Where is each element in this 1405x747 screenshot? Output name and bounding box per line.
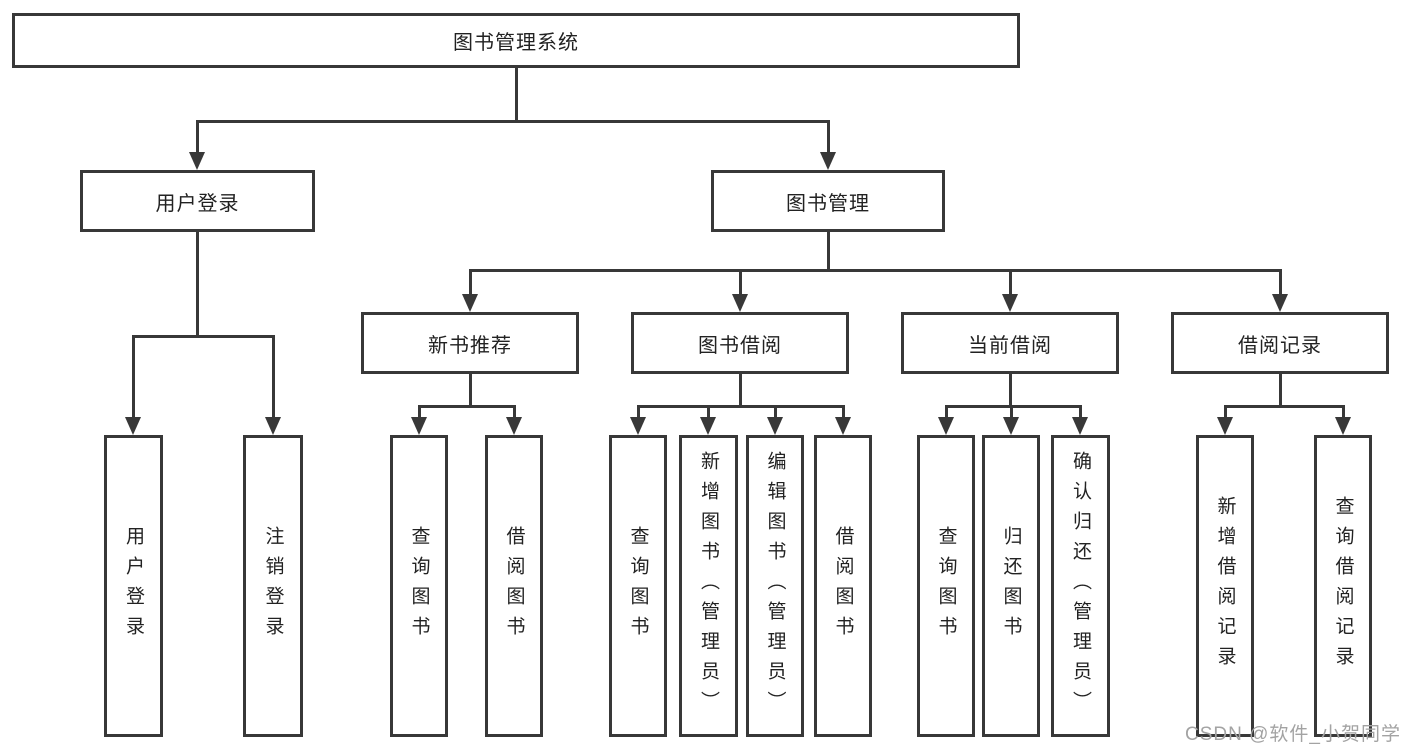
- arrowhead-icon: [265, 417, 281, 435]
- node-br-query-record: 查询借阅记录: [1314, 435, 1372, 737]
- connector-h-line: [469, 269, 1282, 272]
- node-bb-borrow-books: 借阅图书: [814, 435, 872, 737]
- connector-v-line: [1342, 405, 1345, 419]
- node-cb-confirm-return-admin-label: 确认归还（管理员）: [1070, 451, 1091, 721]
- node-book-management-label: 图书管理: [786, 192, 870, 215]
- connector-v-line: [1079, 405, 1082, 419]
- arrowhead-icon: [125, 417, 141, 435]
- arrowhead-icon: [189, 152, 205, 170]
- arrowhead-icon: [1272, 294, 1288, 312]
- node-current-borrowing: 当前借阅: [901, 312, 1119, 374]
- node-borrowing-records: 借阅记录: [1171, 312, 1389, 374]
- connector-v-line: [1009, 269, 1012, 296]
- arrowhead-icon: [462, 294, 478, 312]
- connector-v-line: [469, 374, 472, 407]
- node-book-management: 图书管理: [711, 170, 945, 232]
- arrowhead-icon: [732, 294, 748, 312]
- connector-h-line: [418, 405, 516, 408]
- connector-v-line: [515, 68, 518, 122]
- node-user-login: 用户登录: [80, 170, 315, 232]
- node-br-add-record-label: 新增借阅记录: [1214, 496, 1236, 676]
- node-bb-edit-books-admin: 编辑图书（管理员）: [746, 435, 804, 737]
- connector-v-line: [707, 405, 710, 419]
- csdn-watermark: CSDN @软件_小贺同学: [1185, 724, 1401, 745]
- connector-v-line: [1279, 374, 1282, 407]
- connector-v-line: [196, 232, 199, 337]
- node-book-borrowing-label: 图书借阅: [698, 334, 782, 357]
- arrowhead-icon: [506, 417, 522, 435]
- node-cb-return-books-label: 归还图书: [1000, 526, 1022, 646]
- node-br-query-record-label: 查询借阅记录: [1332, 496, 1354, 676]
- node-user-login-action-label: 用户登录: [123, 526, 144, 646]
- node-root-label: 图书管理系统: [453, 32, 579, 54]
- arrowhead-icon: [411, 417, 427, 435]
- node-bb-borrow-books-label: 借阅图书: [832, 526, 854, 646]
- node-bb-query-books-label: 查询图书: [627, 526, 649, 646]
- node-root: 图书管理系统: [12, 13, 1020, 68]
- node-bb-add-books-admin: 新增图书（管理员）: [679, 435, 738, 737]
- connector-h-line: [196, 120, 830, 123]
- connector-v-line: [739, 269, 742, 296]
- arrowhead-icon: [820, 152, 836, 170]
- node-rec-borrow-books: 借阅图书: [485, 435, 543, 737]
- connector-h-line: [1224, 405, 1345, 408]
- node-book-borrowing: 图书借阅: [631, 312, 849, 374]
- connector-v-line: [513, 405, 516, 419]
- node-cb-return-books: 归还图书: [982, 435, 1040, 737]
- connector-v-line: [132, 335, 135, 419]
- connector-v-line: [1224, 405, 1227, 419]
- connector-v-line: [272, 335, 275, 419]
- connector-v-line: [637, 405, 640, 419]
- arrowhead-icon: [1002, 294, 1018, 312]
- node-cb-query-books-label: 查询图书: [935, 526, 957, 646]
- node-logout-action-label: 注销登录: [262, 526, 284, 646]
- node-cb-query-books: 查询图书: [917, 435, 975, 737]
- node-new-book-recommend-label: 新书推荐: [428, 334, 512, 357]
- arrowhead-icon: [1072, 417, 1088, 435]
- node-cb-confirm-return-admin: 确认归还（管理员）: [1051, 435, 1110, 737]
- connector-v-line: [945, 405, 948, 419]
- connector-v-line: [1009, 374, 1012, 407]
- node-user-login-action: 用户登录: [104, 435, 163, 737]
- node-borrowing-records-label: 借阅记录: [1238, 334, 1322, 357]
- connector-h-line: [945, 405, 1082, 408]
- connector-v-line: [196, 120, 199, 154]
- connector-v-line: [842, 405, 845, 419]
- connector-v-line: [774, 405, 777, 419]
- node-rec-borrow-books-label: 借阅图书: [503, 526, 525, 646]
- connector-v-line: [469, 269, 472, 296]
- node-logout-action: 注销登录: [243, 435, 303, 737]
- arrowhead-icon: [767, 417, 783, 435]
- node-bb-query-books: 查询图书: [609, 435, 667, 737]
- node-rec-query-books-label: 查询图书: [408, 526, 430, 646]
- arrowhead-icon: [1217, 417, 1233, 435]
- connector-v-line: [827, 232, 830, 272]
- node-rec-query-books: 查询图书: [390, 435, 448, 737]
- node-user-login-label: 用户登录: [155, 192, 240, 215]
- connector-v-line: [1279, 269, 1282, 296]
- arrowhead-icon: [1335, 417, 1351, 435]
- node-current-borrowing-label: 当前借阅: [968, 334, 1052, 357]
- arrowhead-icon: [938, 417, 954, 435]
- node-br-add-record: 新增借阅记录: [1196, 435, 1254, 737]
- node-bb-edit-books-admin-label: 编辑图书（管理员）: [764, 451, 786, 721]
- connector-v-line: [1010, 405, 1013, 419]
- connector-h-line: [637, 405, 845, 408]
- connector-v-line: [739, 374, 742, 407]
- arrowhead-icon: [835, 417, 851, 435]
- node-new-book-recommend: 新书推荐: [361, 312, 579, 374]
- node-bb-add-books-admin-label: 新增图书（管理员）: [698, 451, 719, 721]
- connector-v-line: [827, 120, 830, 154]
- arrowhead-icon: [1003, 417, 1019, 435]
- arrowhead-icon: [630, 417, 646, 435]
- connector-v-line: [418, 405, 421, 419]
- arrowhead-icon: [700, 417, 716, 435]
- connector-h-line: [132, 335, 275, 338]
